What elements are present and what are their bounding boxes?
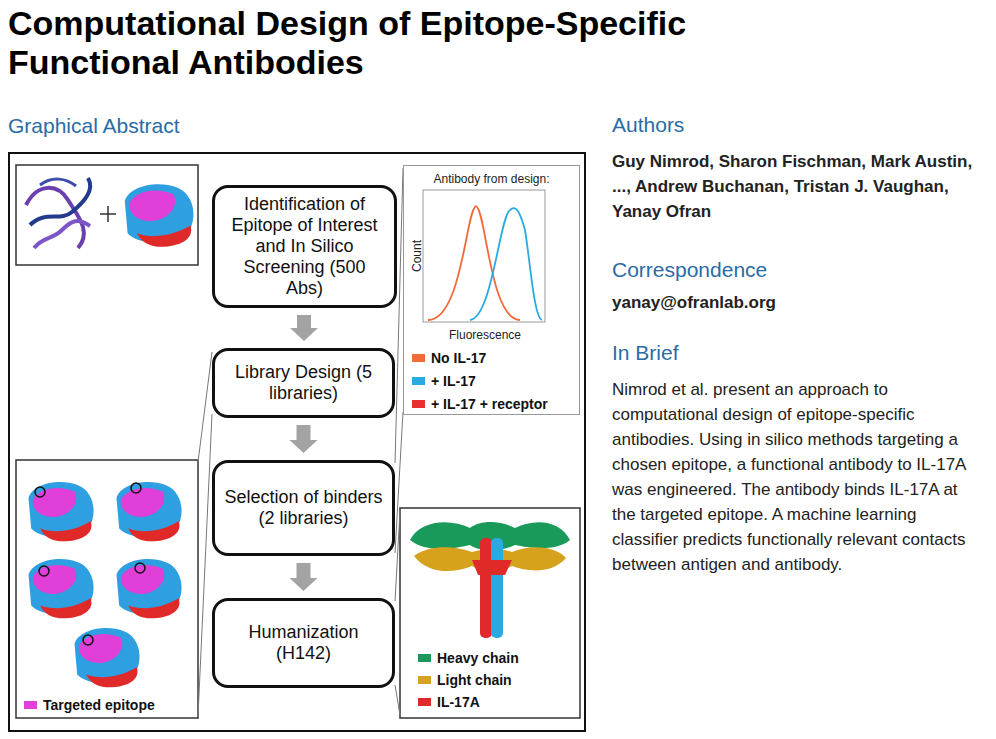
legend-entry: Targeted epitope bbox=[24, 697, 155, 713]
zoom-line bbox=[198, 414, 212, 716]
panel-title: Antibody from design: bbox=[404, 172, 579, 186]
legend-swatch bbox=[418, 698, 431, 706]
histogram-plot bbox=[423, 190, 545, 322]
legend-label: Heavy chain bbox=[437, 650, 519, 666]
legend-swatch bbox=[412, 400, 425, 408]
zoom-line bbox=[198, 168, 403, 716]
histogram-plot bbox=[428, 206, 520, 320]
legend-swatch bbox=[412, 354, 425, 362]
legend-entry: + IL-17 bbox=[412, 373, 476, 389]
epitope-panel bbox=[135, 563, 145, 573]
epitope-panel bbox=[117, 559, 182, 618]
epitope-panel bbox=[117, 482, 182, 541]
legend-entry: Light chain bbox=[418, 672, 512, 688]
complex-panel bbox=[400, 508, 580, 718]
histogram-plot bbox=[470, 208, 542, 320]
legend-entry: + IL-17 + receptor bbox=[412, 396, 548, 412]
zoom-line bbox=[198, 352, 212, 462]
complex-panel bbox=[400, 508, 580, 718]
structure-panel bbox=[40, 179, 76, 186]
title: Computational Design of Epitope-Specific… bbox=[8, 4, 838, 82]
box-label: Identification of Epitope of Interest an… bbox=[223, 194, 386, 299]
legend-label: Light chain bbox=[437, 672, 512, 688]
flow-arrow bbox=[290, 315, 318, 341]
epitope-panel bbox=[29, 482, 94, 541]
summary-text: Nimrod et al. present an approach to com… bbox=[612, 377, 984, 577]
abstract-frame: Graphical AbstractIdentification of Epit… bbox=[8, 152, 586, 732]
flow-arrow bbox=[290, 425, 318, 453]
legend-swatch bbox=[418, 676, 431, 684]
complex-panel bbox=[491, 538, 503, 638]
process-box: Library Design (5 libraries) bbox=[212, 348, 395, 418]
histogram-panel: Antibody from design: CountFluorescence bbox=[403, 165, 580, 415]
epitope-panel bbox=[35, 487, 45, 497]
complex-panel bbox=[480, 538, 492, 638]
section-heading: Authors bbox=[612, 113, 684, 137]
box-label: Library Design (5 libraries) bbox=[223, 362, 384, 404]
epitope-panel bbox=[75, 628, 140, 687]
structure-panel bbox=[125, 184, 194, 247]
structure-panel bbox=[34, 221, 90, 248]
legend-swatch bbox=[412, 377, 425, 385]
structure-panel bbox=[30, 178, 90, 225]
legend-swatch bbox=[418, 654, 431, 662]
box-label: Humanization (H142) bbox=[223, 622, 384, 664]
zoom-line bbox=[395, 685, 400, 715]
legend-entry: Heavy chain bbox=[418, 650, 519, 666]
process-box: Identification of Epitope of Interest an… bbox=[212, 185, 397, 308]
email-address: yanay@ofranlab.org bbox=[612, 293, 776, 313]
section-heading: Correspondence bbox=[612, 258, 767, 282]
section-heading: In Brief bbox=[612, 341, 679, 365]
legend-label: IL-17A bbox=[437, 694, 480, 710]
process-box: Selection of binders (2 libraries) bbox=[212, 460, 395, 556]
axis-label: Count bbox=[410, 229, 424, 283]
epitope-panel bbox=[16, 460, 198, 718]
process-box: Humanization (H142) bbox=[212, 598, 395, 688]
legend-label: + IL-17 + receptor bbox=[431, 396, 548, 412]
structure-panel bbox=[16, 165, 198, 265]
legend-entry: IL-17A bbox=[418, 694, 480, 710]
structure-panel bbox=[107, 206, 109, 222]
section-heading: Graphical Abstract bbox=[8, 114, 180, 138]
box-label: Selection of binders (2 libraries) bbox=[223, 487, 384, 529]
epitope-panel bbox=[29, 559, 94, 618]
flow-arrow bbox=[290, 563, 318, 591]
legend-label: Targeted epitope bbox=[43, 697, 155, 713]
axis-label: Fluorescence bbox=[424, 328, 546, 342]
epitope-panel bbox=[83, 635, 93, 645]
legend-entry: No IL-17 bbox=[412, 350, 486, 366]
complex-panel bbox=[472, 560, 512, 575]
structure-panel bbox=[16, 165, 198, 265]
epitope-panel bbox=[16, 460, 198, 718]
legend-label: + IL-17 bbox=[431, 373, 476, 389]
histogram-plot bbox=[423, 190, 545, 322]
epitope-panel bbox=[39, 566, 49, 576]
zoom-line bbox=[395, 511, 400, 601]
epitope-panel bbox=[131, 483, 141, 493]
author-list: Guy Nimrod, Sharon Fischman, Mark Austin… bbox=[612, 149, 982, 224]
legend-label: No IL-17 bbox=[431, 350, 486, 366]
legend-swatch bbox=[24, 701, 37, 709]
